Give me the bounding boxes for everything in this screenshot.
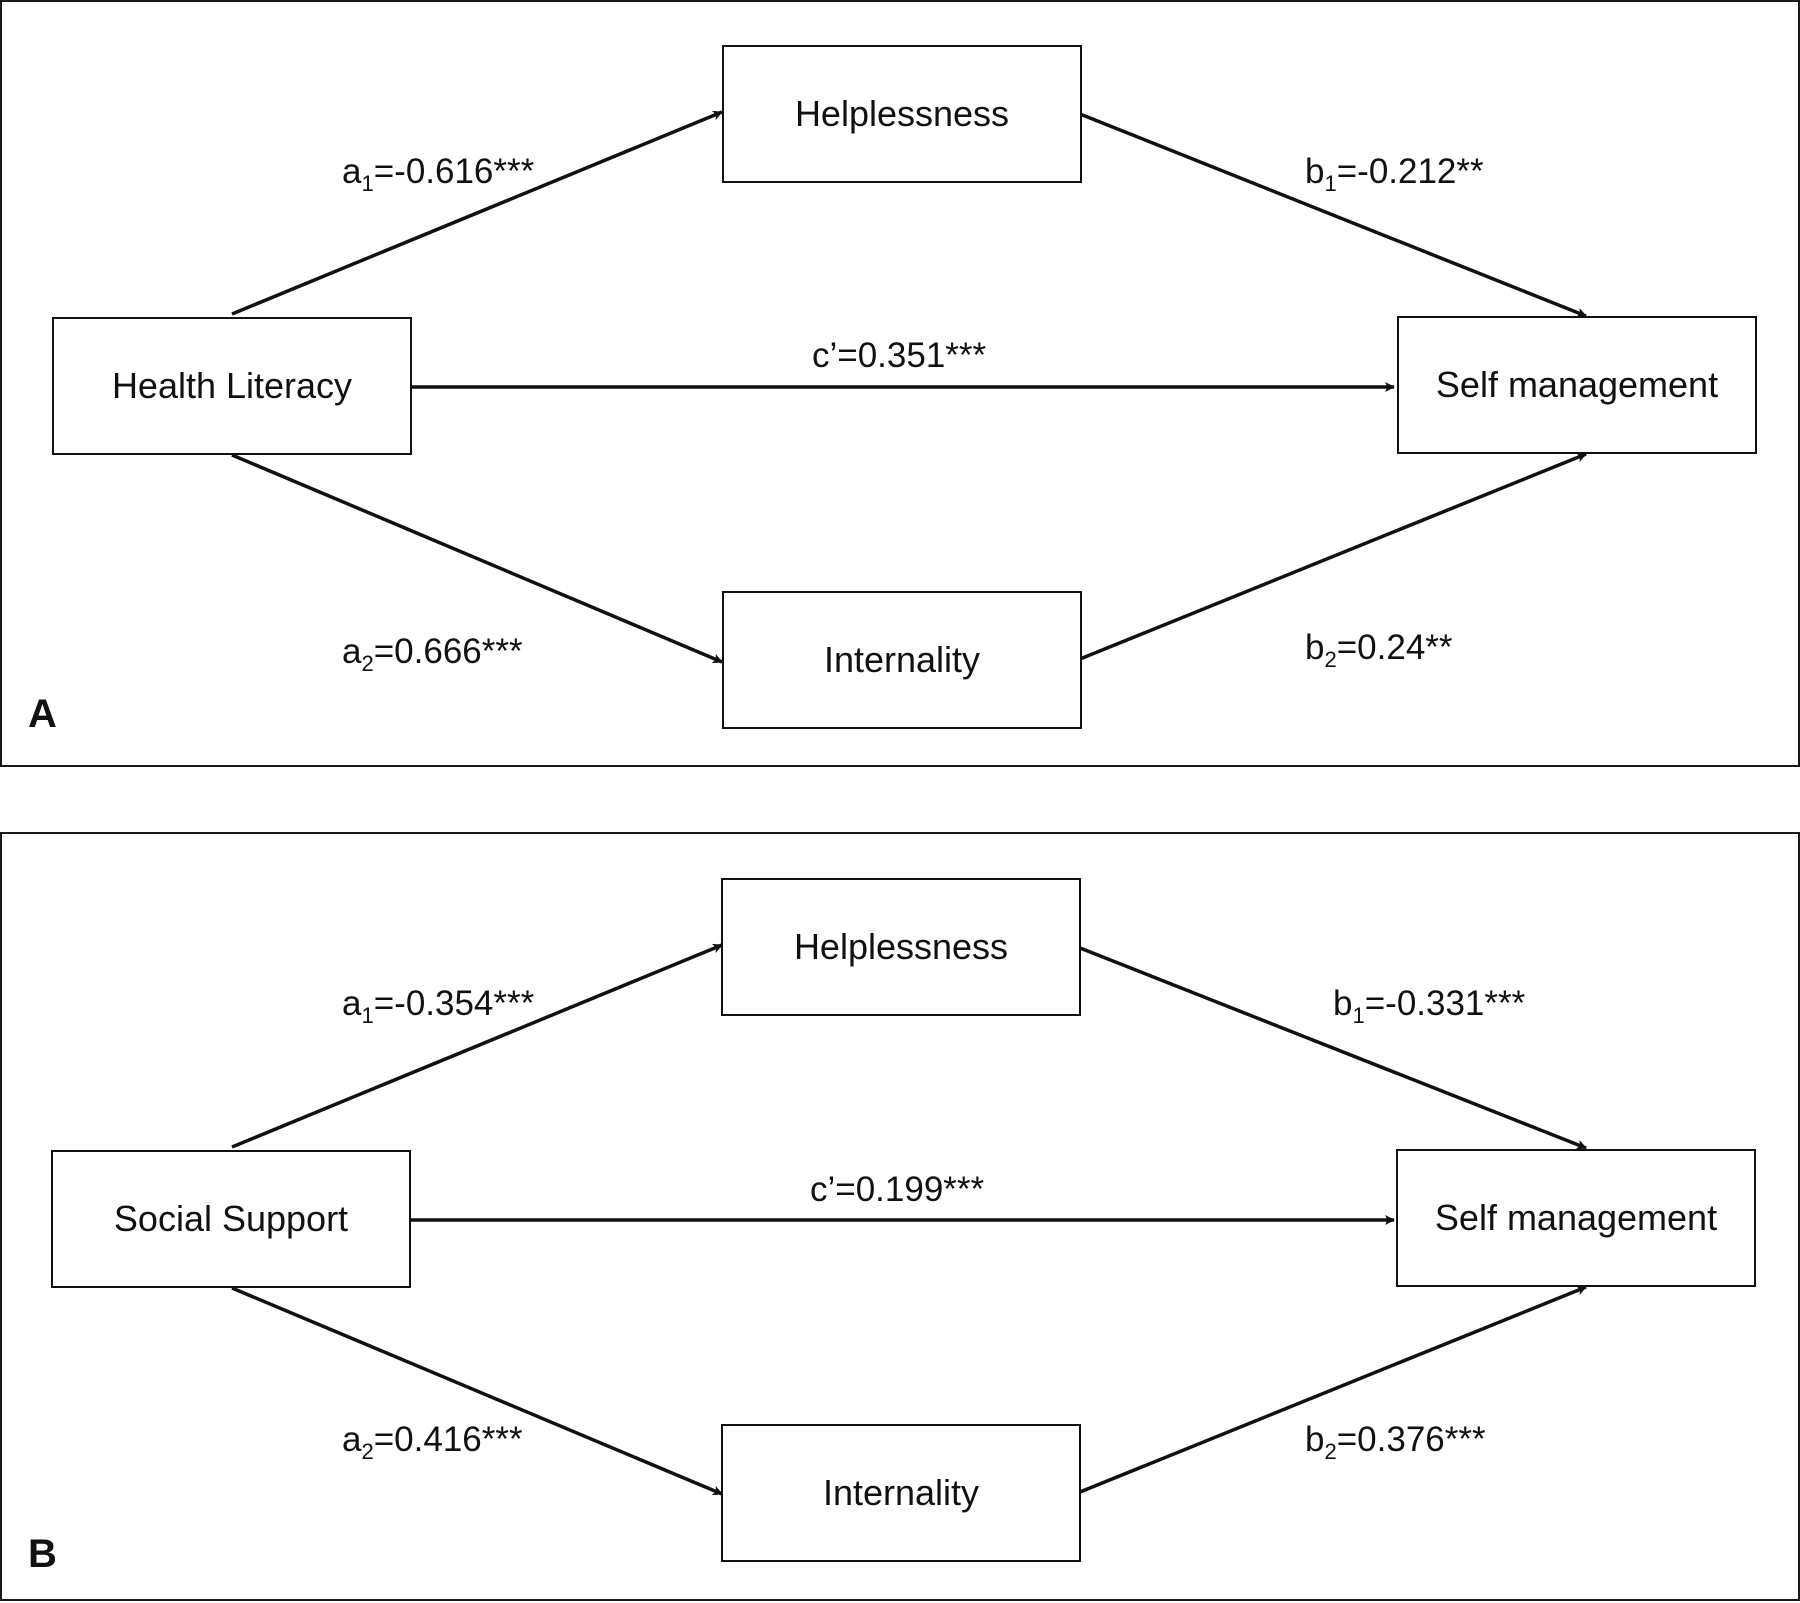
mediator-internality-node: Internality [721,1424,1081,1562]
coef-subscript: 2 [361,1439,374,1464]
coef-value: =-0.354*** [373,984,535,1023]
path-a2-label: a2=0.666*** [342,632,523,675]
path-a2-label: a2=0.416*** [342,1420,523,1463]
path-c-label: c’=0.351*** [812,336,987,375]
path-b1-label: b1=-0.331*** [1333,984,1526,1027]
panel-a: Health Literacy Helplessness Internality… [0,0,1800,767]
path-b1-arrow [1079,946,1587,1150]
path-a1-arrow [231,943,723,1149]
coef-letter: b [1305,1420,1325,1459]
predictor-node: Social Support [51,1150,411,1288]
panel-a-arrows [231,110,1587,664]
coef-value: =0.376*** [1336,1420,1486,1459]
coef-subscript: 1 [1352,1003,1365,1028]
path-b2-arrow [1079,1285,1587,1494]
coef-letter: a [342,632,362,671]
mediator-helplessness-node: Helplessness [722,45,1082,183]
mediator-internality-node: Internality [722,591,1082,729]
coef-value: =-0.212** [1336,152,1484,191]
path-b2-label: b2=0.24** [1305,628,1453,671]
coef-subscript: 1 [1324,171,1337,196]
coef-letter: b [1305,152,1325,191]
path-a2-arrow [231,453,723,664]
path-a2-arrow [231,1286,723,1496]
path-a1-arrow [231,110,723,316]
path-a1-label: a1=-0.616*** [342,152,535,195]
coef-value: =0.24** [1336,628,1453,667]
path-b1-arrow [1079,112,1587,318]
coef-value: =-0.331*** [1364,984,1526,1023]
coef-subscript: 2 [361,651,374,676]
panel-b: Social Support Helplessness Internality … [0,832,1800,1601]
panel-b-arrows [231,943,1587,1496]
panel-letter: A [28,692,57,736]
coef-letter: b [1305,628,1325,667]
coef-subscript: 2 [1324,647,1337,672]
coef-value: =-0.616*** [373,152,535,191]
coef-letter: b [1333,984,1353,1023]
mediator-helplessness-node: Helplessness [721,878,1081,1016]
coef-letter: a [342,984,362,1023]
path-b2-arrow [1079,452,1587,661]
coef-letter: a [342,1420,362,1459]
path-c-label: c’=0.199*** [810,1170,985,1209]
predictor-node: Health Literacy [52,317,412,455]
outcome-node: Self management [1397,316,1757,454]
outcome-node: Self management [1396,1149,1756,1287]
path-b2-label: b2=0.376*** [1305,1420,1486,1463]
coef-subscript: 1 [361,171,374,196]
coef-letter: a [342,152,362,191]
coef-value: =0.416*** [373,1420,523,1459]
coef-value: =0.666*** [373,632,523,671]
coef-subscript: 1 [361,1003,374,1028]
coef-subscript: 2 [1324,1439,1337,1464]
path-b1-label: b1=-0.212** [1305,152,1484,195]
panel-letter: B [28,1532,57,1576]
path-a1-label: a1=-0.354*** [342,984,535,1027]
